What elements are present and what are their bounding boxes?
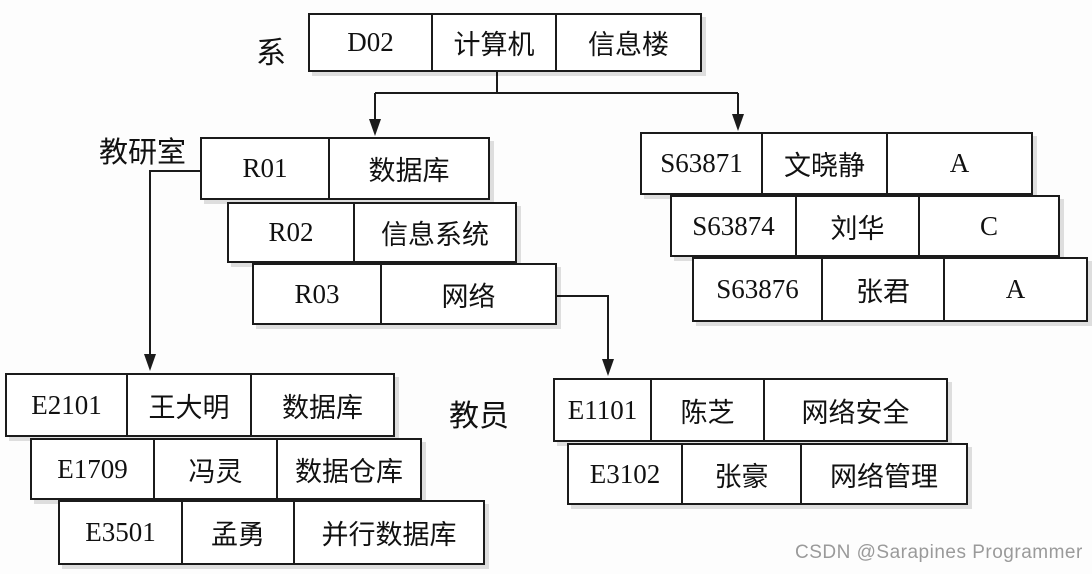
record-cell-teacher-id: E3501 [60,502,183,563]
connector-r01-to-e2101 [149,170,202,356]
record-cell-teacher-name: 孟勇 [183,502,295,563]
connector-dept-split [374,72,739,121]
record-cell-office-id: R03 [254,265,382,323]
record-cell-teacher-name: 冯灵 [155,440,278,498]
record-office-r02: R02 信息系统 [227,202,517,263]
record-cell-teacher-course: 网络管理 [830,461,938,492]
record-student-s63871: S63871 文晓静 A [640,132,1033,195]
record-cell-office-id: R01 [202,139,330,198]
record-student-s63874: S63874 刘华 C [670,195,1060,257]
watermark: CSDN @Sarapines Programmer [795,542,1083,563]
record-cell-office-id: R02 [229,204,355,261]
record-cell-teacher-id: E3102 [569,445,683,503]
record-department-d02: D02 计算机 信息楼 [308,13,702,72]
record-cell-teacher-name: 王大明 [128,375,252,435]
record-cell-teacher-id: E2101 [7,375,128,435]
record-office-r01: R01 数据库 [200,137,490,200]
record-cell-student-name: 文晓静 [763,134,888,193]
level-label-teacher: 教员 [449,400,509,433]
arrowhead-to-r01 [369,119,381,136]
record-office-r03: R03 网络 [252,263,557,325]
arrowhead-to-e1101 [602,359,614,376]
record-teacher-e3102: E3102 张豪 网络管理 [567,443,968,505]
record-cell-teacher-course: 数据库 [282,392,363,423]
record-cell-teacher-course: 并行数据库 [321,520,457,550]
record-cell-student-id: S63871 [642,134,763,193]
record-cell-dept-id: D02 [310,15,433,70]
record-cell-student-grade: A [949,148,970,178]
arrowhead-to-e2101 [144,354,156,371]
record-cell-teacher-name: 张豪 [683,445,802,503]
record-teacher-e1709: E1709 冯灵 数据仓库 [30,438,422,500]
record-cell-student-grade: A [1005,274,1026,304]
record-cell-teacher-id: E1709 [32,440,155,498]
record-cell-teacher-course: 数据仓库 [295,456,403,487]
record-cell-student-id: S63876 [694,259,823,320]
record-cell-office-name: 数据库 [368,156,450,186]
level-label-department: 系 [256,37,286,70]
record-teacher-e1101: E1101 陈芝 网络安全 [553,378,948,442]
record-cell-student-grade: C [979,210,998,241]
record-teacher-e3501: E3501 孟勇 并行数据库 [58,500,485,565]
record-cell-student-id: S63874 [672,197,797,255]
record-cell-dept-name: 计算机 [433,15,557,70]
record-cell-teacher-course: 网络安全 [801,397,910,428]
record-teacher-e2101: E2101 王大明 数据库 [5,373,395,437]
record-cell-student-name: 刘华 [797,197,920,255]
connector-r03-to-e1101 [555,295,609,361]
record-cell-teacher-name: 陈芝 [652,380,765,440]
record-student-s63876: S63876 张君 A [692,257,1088,322]
record-cell-student-name: 张君 [823,259,945,320]
arrowhead-to-s63871 [732,114,744,131]
level-label-research-office: 教研室 [99,137,187,169]
record-cell-dept-location: 信息楼 [588,30,669,60]
record-cell-office-name: 网络 [441,281,496,312]
record-cell-office-name: 信息系统 [381,220,489,250]
record-cell-teacher-id: E1101 [555,380,652,440]
